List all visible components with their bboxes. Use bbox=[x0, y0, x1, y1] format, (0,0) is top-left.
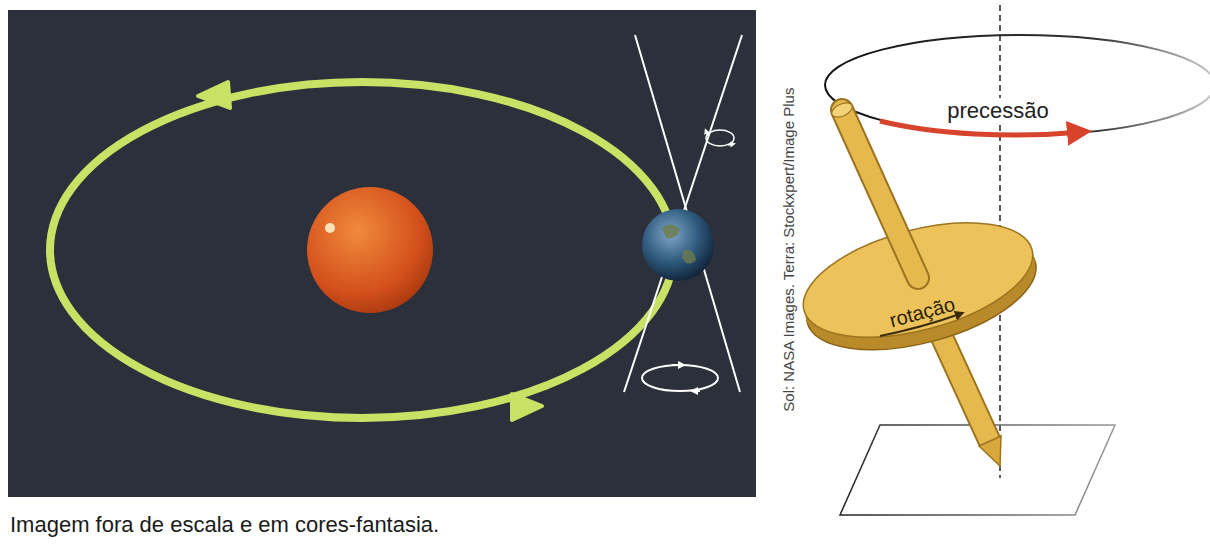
orbit bbox=[50, 82, 674, 418]
rotation-arrow bbox=[706, 130, 734, 146]
precession-label: precessão bbox=[945, 98, 1051, 123]
sun bbox=[307, 187, 433, 313]
precession-arrow bbox=[694, 390, 700, 392]
caption: Imagem fora de escala e em cores-fantasi… bbox=[10, 512, 439, 537]
top-tip bbox=[979, 436, 1001, 466]
top-axis bbox=[842, 110, 918, 278]
credit-text: Sol: NASA Images. Terra: Stockxpert/Imag… bbox=[780, 86, 797, 414]
precession-arrow bbox=[642, 365, 718, 391]
cone-line bbox=[624, 35, 742, 392]
rotation-arrow bbox=[706, 131, 708, 136]
precession-circle bbox=[825, 35, 1210, 135]
orbit-arrow bbox=[512, 394, 542, 420]
earth bbox=[642, 209, 714, 281]
orbit-arrow bbox=[198, 82, 230, 108]
space-panel bbox=[8, 10, 756, 497]
precession-arrow bbox=[672, 364, 682, 366]
rotation-arrow bbox=[728, 144, 733, 145]
top-axis bbox=[842, 110, 918, 278]
top-axis-cap bbox=[830, 100, 855, 120]
sun-flare bbox=[325, 223, 335, 233]
earth-land bbox=[662, 224, 696, 263]
